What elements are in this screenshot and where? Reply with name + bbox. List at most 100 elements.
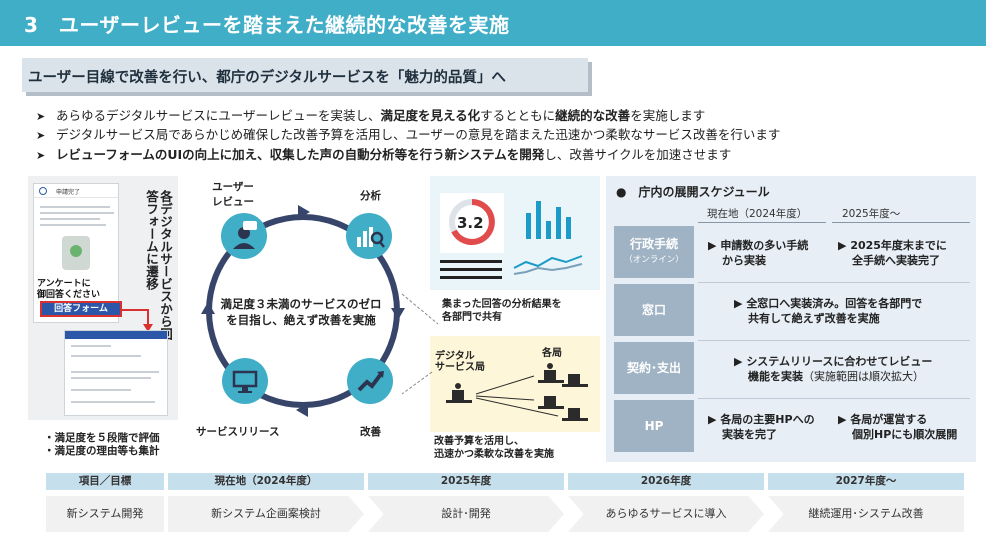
subheader-text: ユーザー目線で改善を行い、都庁のデジタルサービスを「魅力的品質」へ <box>28 70 506 86</box>
screen-title: 申請完了 <box>56 189 81 196</box>
schedule-cell-counter: ▶ 全窓口へ実装済み。回答を各部門で共有して絶えず改善を実施 <box>734 296 922 326</box>
collaboration-illustration <box>446 363 588 421</box>
cycle-arrow-icon <box>201 302 215 314</box>
bullet-emphasis: 継続的な改善 <box>555 108 631 123</box>
timeline-cell-2024: 新システム企画案検討 <box>168 496 364 532</box>
user-review-icon <box>221 213 267 259</box>
row-divider <box>698 340 970 341</box>
row-divider <box>698 398 970 399</box>
text-line <box>71 401 155 403</box>
bullet-emphasis: 満足度を見える化 <box>380 108 481 123</box>
node-label-improve: 改善 <box>360 426 381 438</box>
text-line <box>40 206 110 208</box>
schedule-col-next: 2025年度～ <box>842 208 901 220</box>
schedule-col-current: 現在地（2024年度） <box>707 208 808 220</box>
bullet-2: ➤デジタルサービス局であらかじめ確保した改善予算を活用し、ユーザーの意見を踏まえ… <box>36 127 780 144</box>
text-line <box>71 377 151 379</box>
cell-text: 申請数の多い手続 <box>720 239 809 252</box>
timeline-header-2026: 2026年度 <box>568 473 764 490</box>
bullet-dot-icon: ● <box>616 185 639 199</box>
improvement-caption-line: 迅速かつ柔軟な改善を実施 <box>434 449 554 460</box>
analysis-icon <box>346 213 392 259</box>
survey-prompt: アンケートに御回答ください <box>37 279 107 301</box>
review-form-mock <box>64 330 168 416</box>
bullet-emphasis: レビューフォームのUIの向上に加え、収集した声の自動分析等を行う新システムを開発 <box>56 147 545 162</box>
schedule-row-label-contracts: 契約･支出 <box>614 342 694 394</box>
text-line <box>71 389 131 391</box>
schedule-title: ● 庁内の展開スケジュール <box>616 183 770 200</box>
screen-header <box>34 184 118 198</box>
schedule-cell-hp-current: ▶ 各局の主要HPへの実装を完了 <box>708 412 815 442</box>
bullet-arrow-icon: ➤ <box>36 149 46 162</box>
play-arrow-icon: ▶ <box>734 297 743 310</box>
survey-prompt-line: アンケートに <box>37 279 91 289</box>
play-arrow-icon: ▶ <box>838 239 847 252</box>
bullet-text: し、改善サイクルを加速させます <box>544 147 732 162</box>
cycle-ring <box>201 205 405 417</box>
timeline-cell-item: 新システム開発 <box>46 496 164 532</box>
cell-text: システムリリースに合わせてレビュー <box>746 355 933 368</box>
text-line <box>71 371 159 373</box>
completion-screen-mock: 申請完了 <box>33 183 119 323</box>
node-label-release: サービスリリース <box>196 426 280 438</box>
connector-line <box>401 371 433 395</box>
cycle-arrow-icon <box>391 308 405 320</box>
text-line <box>71 345 111 347</box>
cell-text: 全窓口へ実装済み。回答を各部門で <box>746 297 923 310</box>
schedule-row-label-counter: 窓口 <box>614 284 694 336</box>
transition-label: 各デジタルサービスから回答フォームに遷移 <box>144 190 173 340</box>
schedule-row-label-procedures: 行政手続 （オンライン） <box>614 226 694 278</box>
play-arrow-icon: ▶ <box>708 239 717 252</box>
analysis-caption-line: 各部門で共有 <box>442 312 502 323</box>
page-title: 3 ユーザーレビューを踏まえた継続的な改善を実施 <box>24 13 510 37</box>
line-chart-icon <box>513 255 583 275</box>
cell-note: （実施範囲は順次拡大） <box>803 370 924 383</box>
schedule-row-label-hp: HP <box>614 400 694 452</box>
cycle-arrow-icon <box>296 403 308 417</box>
cell-text: 機能を実装 <box>748 370 803 383</box>
dept-label-line: サービス局 <box>435 362 485 373</box>
col-divider <box>698 222 826 223</box>
cell-text: 全手続へ実装完了 <box>852 254 940 267</box>
node-label-analysis: 分析 <box>360 190 381 202</box>
dept-label-line: デジタル <box>435 351 475 362</box>
release-icon <box>222 358 268 404</box>
text-line <box>40 218 100 220</box>
bullet-arrow-icon: ➤ <box>36 129 46 142</box>
bullet-arrow-icon: ➤ <box>36 110 46 123</box>
schedule-cell-procedures-current: ▶ 申請数の多い手続から実装 <box>708 238 808 268</box>
cell-text: 個別HPにも順次展開 <box>852 428 958 441</box>
improvement-caption-line: 改善予算を活用し、 <box>434 436 524 447</box>
analysis-caption: 集まった回答の分析結果を各部門で共有 <box>442 298 562 324</box>
cycle-center-text: 満足度３未満のサービスのゼロを目指し、絶えず改善を実施 <box>208 296 394 328</box>
cell-text: 実装を完了 <box>722 428 777 441</box>
text-lines-icon <box>440 260 502 279</box>
timeline-cell-2025: 設計･開発 <box>368 496 564 532</box>
node-label-line: レビュー <box>212 196 254 208</box>
play-arrow-icon: ▶ <box>838 413 847 426</box>
bullet-1: ➤あらゆるデジタルサービスにユーザーレビューを実装し、満足度を見える化するととも… <box>36 108 705 125</box>
schedule-cell-contracts: ▶ システムリリースに合わせてレビュー機能を実装（実施範囲は順次拡大） <box>734 354 932 384</box>
bullet-text: するとともに <box>480 108 556 123</box>
note-reason: ・満足度の理由等も集計 <box>44 445 160 457</box>
answer-form-button[interactable]: 回答フォーム <box>40 301 122 317</box>
dept-bureaus-label: 各局 <box>542 348 562 359</box>
text-line <box>71 355 141 357</box>
timeline-header-2024: 現在地（2024年度） <box>168 473 364 490</box>
cell-text: から実装 <box>722 254 766 267</box>
subheader-bar <box>22 58 588 92</box>
text-line <box>40 224 106 226</box>
survey-prompt-line: 御回答ください <box>37 290 101 300</box>
improve-icon <box>347 358 393 404</box>
timeline-header-2025: 2025年度 <box>368 473 564 490</box>
score-ring-icon <box>449 199 495 245</box>
col-divider <box>832 222 970 223</box>
dept-digital-label: デジタルサービス局 <box>435 351 485 373</box>
cycle-center-line: 満足度３未満のサービスのゼロ <box>220 297 382 311</box>
logo-icon <box>39 187 47 195</box>
cell-text: 共有して絶えず改善を実施 <box>748 312 880 325</box>
connector-line <box>401 293 439 325</box>
analysis-caption-line: 集まった回答の分析結果を <box>442 299 562 310</box>
row-sublabel-text: （オンライン） <box>624 255 684 265</box>
row-label-text: 行政手続 <box>629 237 678 251</box>
